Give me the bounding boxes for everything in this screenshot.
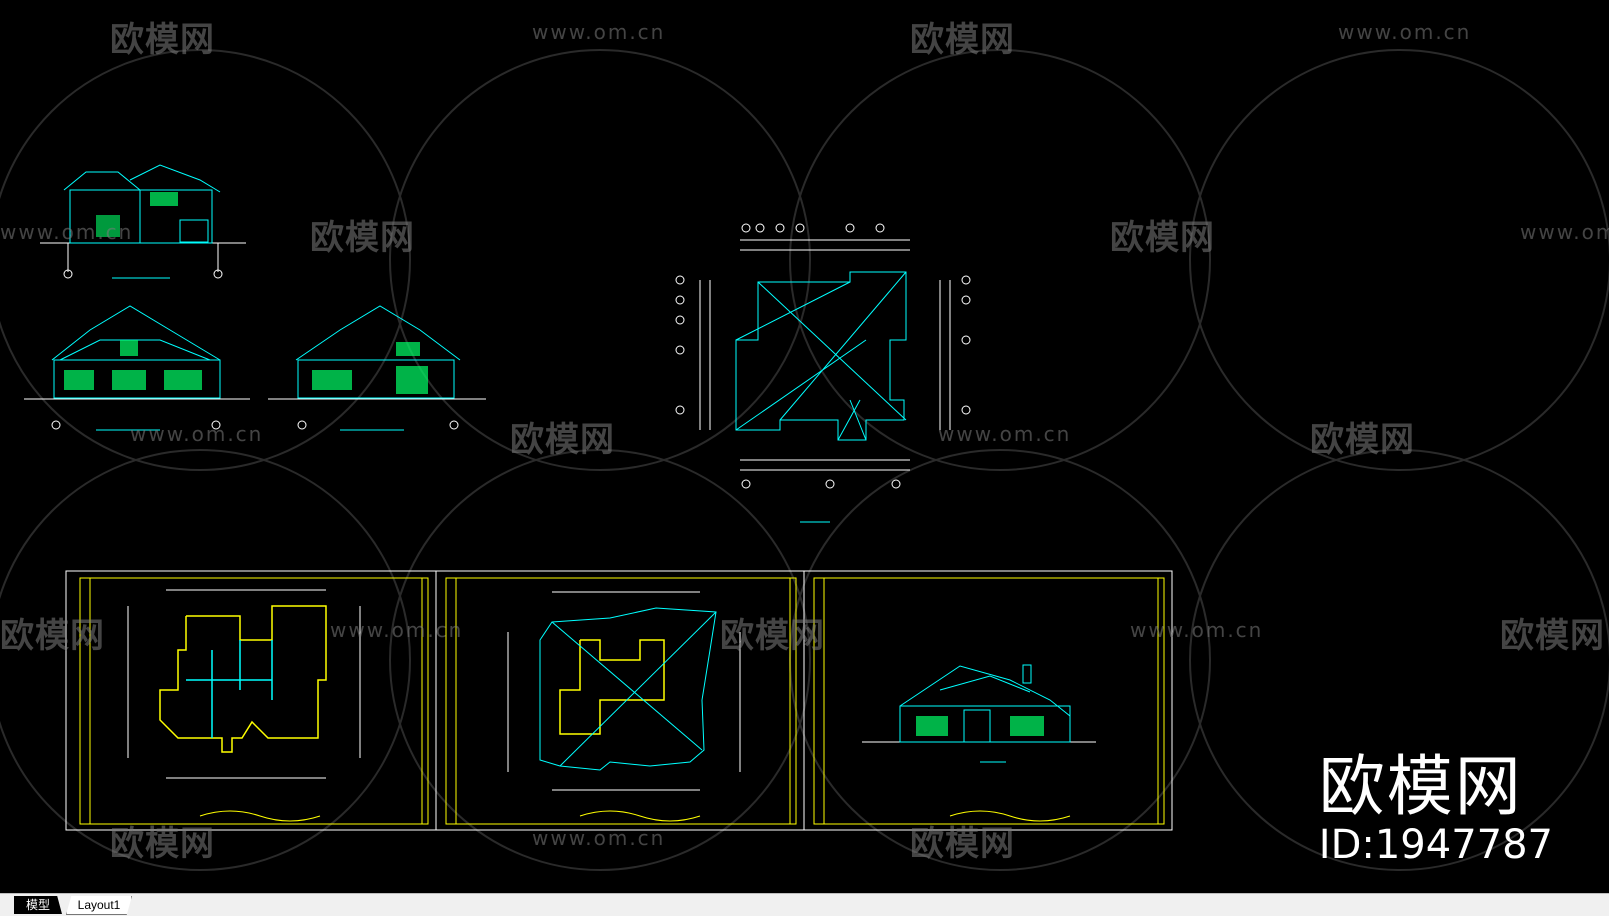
roof-plan-drawing — [675, 223, 971, 523]
watermark-circles — [0, 49, 1609, 871]
tab-model[interactable]: 模型 — [14, 896, 62, 914]
watermark-logo: 欧模网 — [1110, 218, 1215, 258]
watermark-logo: 欧模网 — [720, 616, 825, 656]
watermark-logo: 欧模网 — [110, 824, 215, 864]
watermark-logo: 欧模网 — [910, 20, 1015, 60]
watermark-url: www.om.cn — [1338, 20, 1472, 44]
watermark-url: www.om.cn — [532, 20, 666, 44]
sheet-elevation — [862, 664, 1096, 763]
brand-id: ID:1947787 — [1318, 822, 1553, 868]
watermark-url: www.om.cn — [0, 220, 134, 244]
watermark-logo: 欧模网 — [310, 218, 415, 258]
watermark-logo: 欧模网 — [1310, 420, 1415, 460]
layout-sheets — [65, 570, 1173, 831]
elevation-drawing-2 — [24, 305, 250, 431]
layout-tab-bar: 模型 Layout1 — [0, 893, 1609, 916]
watermark-logo: 欧模网 — [510, 420, 615, 460]
cad-drawing — [0, 49, 1609, 871]
watermark-logo: 欧模网 — [110, 20, 215, 60]
watermark-url: www.om.cn — [330, 618, 464, 642]
watermark-url: www.om.cn — [130, 422, 264, 446]
brand-overlay: 欧模网 ID:1947787 — [1318, 748, 1553, 869]
watermark-url: www.om.cn — [1130, 618, 1264, 642]
elevation-drawing-3 — [268, 305, 486, 431]
watermark-url: www.om.cn — [938, 422, 1072, 446]
elevation-drawing-1 — [40, 164, 246, 279]
watermark-logo: 欧模网 — [910, 824, 1015, 864]
watermark-url: www.om.cn — [532, 826, 666, 850]
watermark-url: www.om.cn — [1520, 220, 1609, 244]
floor-plan-2 — [507, 591, 741, 791]
tab-layout1[interactable]: Layout1 — [66, 896, 132, 915]
watermark-logo: 欧模网 — [0, 616, 105, 656]
brand-name: 欧模网 — [1318, 748, 1523, 825]
cad-model-space[interactable]: 欧模网 www.om.cn 欧模网 www.om.cn 欧模网 欧模网 www.… — [0, 0, 1609, 893]
floor-plan-1 — [127, 589, 361, 779]
watermark-logo: 欧模网 — [1500, 616, 1605, 656]
